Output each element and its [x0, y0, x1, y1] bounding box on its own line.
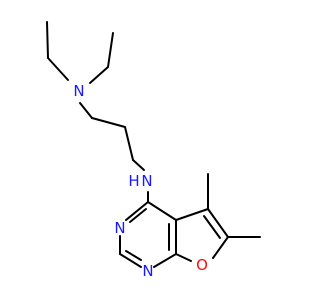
- bond-c2-n1: [119, 253, 142, 268]
- atom-o-furan: O: [196, 256, 208, 274]
- bond-o-c7a: [175, 253, 192, 262]
- bond-ethyl1-ch2-n: [47, 57, 69, 81]
- bond-propyl3-nh: [132, 159, 145, 171]
- bond-propyl1-propyl2: [91, 117, 126, 128]
- bond-c6-o: [212, 236, 229, 259]
- bond-c2-n1-inner: [125, 250, 142, 261]
- atom-h-amine: H: [128, 172, 139, 190]
- bond-c3a-c5: [175, 208, 209, 221]
- bond-propyl2-propyl3: [124, 126, 134, 161]
- atom-label-layer: N N H N N O: [73, 82, 208, 280]
- bond-c5-c6-inner: [203, 215, 221, 239]
- molecule-structure-diagram: N N H N N O: [46, 21, 261, 280]
- bond-c4-n3-inner: [129, 208, 147, 223]
- bond-n-propyl1: [79, 102, 93, 119]
- bond-c3a-c4: [147, 201, 177, 221]
- bond-layer: [46, 21, 261, 268]
- atom-n-ring1: N: [142, 262, 153, 280]
- atom-n-amine: N: [141, 172, 152, 190]
- atom-n-diethyl: N: [73, 82, 84, 100]
- bond-ethyl2-ch3-ch2: [107, 32, 114, 68]
- bond-n1-c7a: [153, 253, 177, 268]
- atom-n-ring3: N: [114, 219, 125, 237]
- bond-c4-n3: [125, 201, 149, 221]
- bond-ethyl2-ch2-n: [89, 66, 109, 84]
- bond-c5-c6: [207, 208, 229, 238]
- bond-ethyl1-ch3-ch2: [46, 21, 49, 59]
